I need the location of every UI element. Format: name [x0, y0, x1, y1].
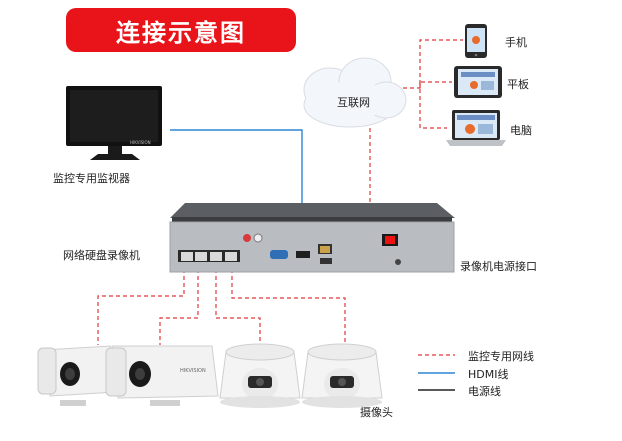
tablet [454, 66, 502, 98]
title-banner: 连接示意图 [66, 8, 296, 52]
camera-line-4 [231, 262, 346, 345]
power-port-label: 录像机电源接口 [460, 260, 537, 273]
nvr [169, 203, 455, 273]
laptop [446, 110, 506, 146]
internet-label: 互联网 [337, 96, 370, 109]
hdmi-line [170, 129, 303, 238]
dome-camera-2 [301, 343, 383, 408]
monitor-brand: HIKVISION [130, 140, 151, 145]
legend-label-lan: 监控专用网线 [468, 350, 534, 363]
bullet-camera-2: HIKVISION [105, 345, 219, 406]
camera-line-1 [97, 262, 185, 345]
legend-label-power: 电源线 [468, 385, 501, 398]
legend-label-hdmi: HDMI线 [468, 368, 509, 381]
monitor-label: 监控专用监视器 [53, 172, 130, 185]
computer-label: 电脑 [510, 124, 532, 137]
bullet-camera-1 [37, 345, 117, 406]
nvr-label: 网络硬盘录像机 [63, 249, 140, 262]
dome-camera-1 [219, 343, 301, 408]
phone-label: 手机 [505, 36, 527, 49]
diagram-title: 连接示意图 [116, 18, 246, 47]
computer-branch-line [419, 82, 447, 129]
camera-line-3 [215, 262, 261, 345]
phone [465, 24, 487, 58]
tablet-branch-line [419, 81, 452, 88]
cloud-to-devices-line [403, 39, 463, 89]
monitor: HIKVISION [66, 86, 162, 160]
cameras-label: 摄像头 [360, 406, 393, 419]
tablet-label: 平板 [507, 78, 529, 91]
bullet-camera-brand: HIKVISION [180, 368, 206, 374]
internet-cloud [303, 57, 407, 128]
camera-line-2 [159, 262, 199, 345]
